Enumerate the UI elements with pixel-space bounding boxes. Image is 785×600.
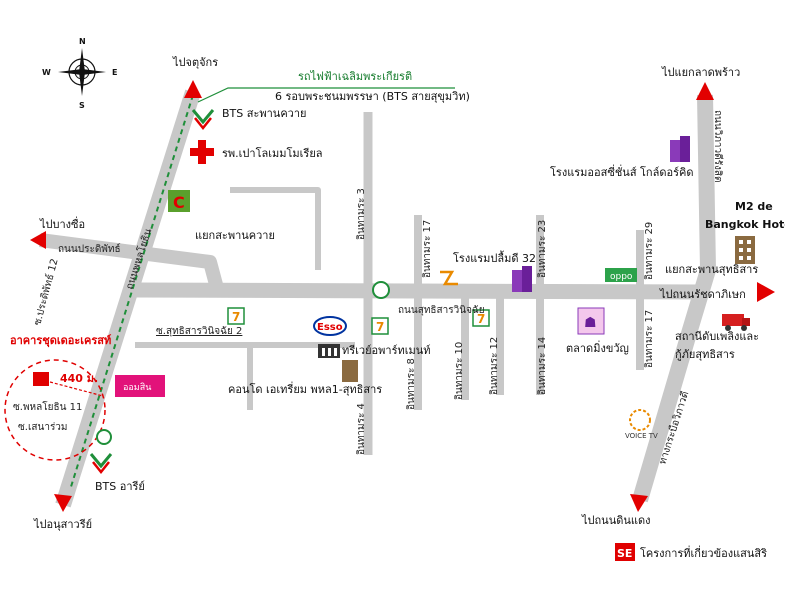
label-soi-pradiphat-12: ซ.ประดิพัทธ์ 12	[31, 257, 60, 327]
building-icon-plum	[512, 266, 532, 292]
bank-green-icon	[372, 281, 390, 299]
svg-text:7: 7	[477, 312, 485, 326]
label-bts-ari: BTS อารีย์	[95, 480, 145, 493]
esso-logo	[313, 316, 347, 336]
label-to-victory-monument: ไปอนุสาวรีย์	[33, 518, 92, 531]
arrow-south-vibhavadi	[630, 494, 648, 512]
label-to-ratchadaphisek: ไปถนนรัชดาภิเษก	[659, 288, 746, 301]
compass-east: E	[112, 68, 117, 77]
distance-arrow	[49, 381, 104, 397]
label-road-vibhavadi: ถนนวิภาวดีรังสิต	[712, 110, 724, 183]
svg-text:7: 7	[232, 310, 240, 324]
label-to-lat-phrao: ไปแยกลาดพร้าว	[661, 66, 740, 79]
label-hospital: รพ.เปาโลเมมโมเรียล	[222, 146, 323, 160]
label-fire-station-1: สถานีดับเพลิงและ	[675, 330, 759, 343]
legend-label: โครงการที่เกี่ยวข้องแสนสิริ	[640, 545, 767, 560]
arrow-east-sutthisan	[757, 282, 775, 302]
label-road-sutthisan: ถนนสุทธิสารวินิจฉัย	[398, 305, 485, 316]
compass-north: N	[79, 37, 86, 46]
label-hotel-plum: โรงแรมปลื้มดี 32	[453, 250, 536, 265]
big-c-logo-text: C	[173, 193, 185, 212]
arrow-west-pradiphat	[30, 231, 46, 249]
label-road-pradiphat: ถนนประดิพัทธ์	[58, 243, 121, 255]
bank-logo-text: ออมสิน	[123, 382, 151, 393]
label-inthamara-10: อินทามระ 10	[454, 342, 465, 400]
compass-south: S	[79, 101, 85, 110]
label-inthamara-12: อินทามระ 12	[489, 337, 500, 395]
label-inthamara-3: อินทามระ 3	[356, 188, 367, 240]
arrow-north-phahonyothin	[184, 80, 202, 98]
oppo-logo	[605, 268, 637, 282]
bts-logo-icon	[191, 109, 215, 131]
bank-green-icon-ari	[96, 429, 112, 445]
label-inthamara-14: อินทามระ 14	[537, 337, 548, 395]
label-inthamara-29: อินทามระ 29	[644, 222, 655, 280]
label-to-chatuchak: ไปจตุจักร	[172, 56, 218, 69]
label-saphan-khwai-junction: แยกสะพานควาย	[195, 229, 275, 242]
building-icon-true	[318, 344, 340, 358]
label-fire-station-2: กู้ภัยสุทธิสาร	[675, 348, 735, 361]
building-icon-condo	[342, 360, 358, 382]
label-sutthisan-junction: แยกสะพานสุทธิสาร	[665, 263, 758, 276]
label-inthamara-17b: อินทามระ 17	[644, 310, 655, 368]
label-true-tower: ทรีเวย์อพาร์ทเมนท์	[342, 344, 431, 357]
label-m2-line1: M2 de	[735, 200, 773, 213]
compass-rose: N S E W	[42, 37, 117, 110]
label-bts-saphan-khwai: BTS สะพานควาย	[222, 107, 306, 120]
label-soi-phahonyothin-11: ซ.พหลโยธิน 11	[13, 400, 82, 413]
bts-line	[69, 94, 194, 491]
seven-eleven-icon-1: 7	[227, 307, 245, 325]
legend-badge	[615, 543, 635, 561]
direction-arrows	[30, 80, 775, 512]
bts-line-title: รถไฟฟ้าเฉลิมพระเกียรติ	[298, 70, 412, 83]
building-icon-m2	[735, 236, 755, 264]
site-radius-circle	[4, 359, 106, 461]
seven-eleven-icon-3: 7	[472, 309, 490, 327]
compass-west: W	[42, 68, 51, 77]
arrow-south-phahonyothin	[54, 494, 72, 512]
label-inthamara-8: อินทามระ 8	[406, 358, 417, 410]
station-logo-icon	[440, 270, 458, 286]
bts-callout-line	[197, 87, 455, 103]
label-inthamara-4: อินทามระ 4	[356, 403, 367, 455]
roads	[39, 89, 716, 508]
label-inthamara-23: อินทามระ 23	[537, 220, 548, 278]
label-to-bang-sue: ไปบางซื่อ	[39, 216, 85, 231]
building-icon-ossy	[670, 136, 690, 162]
fire-truck-icon	[722, 314, 750, 331]
bts-logo-icon-ari	[89, 453, 113, 475]
label-soi-sutthisan-2: ซ.สุทธิสารวินิจฉัย 2	[156, 326, 242, 337]
seven-eleven-icon-2: 7	[371, 317, 389, 335]
label-m2-line2: Bangkok Hotel	[705, 218, 785, 231]
legend: SE โครงการที่เกี่ยวข้องแสนสิริ	[615, 543, 767, 561]
label-market: ตลาดมิ่งขวัญ	[566, 340, 629, 355]
legend-badge-text: SE	[617, 547, 632, 560]
voice-tv-text: VOICE TV	[625, 432, 658, 440]
road-vibhavadi	[632, 94, 716, 503]
voice-tv-logo: VOICE TV	[625, 409, 658, 440]
label-condo: คอนโด เอเทรี่ยม พหล1-สุทธิสาร	[228, 381, 382, 396]
label-distance: 440 ม.	[60, 372, 98, 385]
label-hotel-ossy: โรงแรมออสซี่ชั่นส์ โกล์ดอร์คิด	[550, 164, 694, 179]
market-icon	[577, 307, 605, 335]
label-soi-sena-ruam: ซ.เสนาร่วม	[18, 422, 68, 433]
road-phahonyothin	[55, 89, 201, 508]
label-to-din-daeng: ไปถนนดินแดง	[581, 514, 650, 527]
bts-line-subtitle: 6 รอบพระชนมพรรษา (BTS สายสุขุมวิท)	[275, 90, 470, 103]
site-marker	[33, 372, 49, 386]
market-icon-glyph: ☗	[584, 315, 597, 331]
label-inthamara-17: อินทามระ 17	[422, 220, 433, 278]
svg-text:7: 7	[376, 320, 384, 334]
road-soi-upper	[230, 187, 321, 270]
esso-logo-text: Esso	[317, 322, 343, 333]
bank-logo	[115, 375, 165, 397]
big-c-logo	[168, 190, 190, 212]
oppo-logo-text: oppo	[610, 272, 633, 282]
hospital-cross-icon	[190, 140, 214, 164]
arrow-north-vibhavadi	[696, 82, 714, 100]
road-pradiphat	[39, 233, 225, 294]
label-site: อาคารชุดเดอะเครสท์	[10, 334, 111, 348]
